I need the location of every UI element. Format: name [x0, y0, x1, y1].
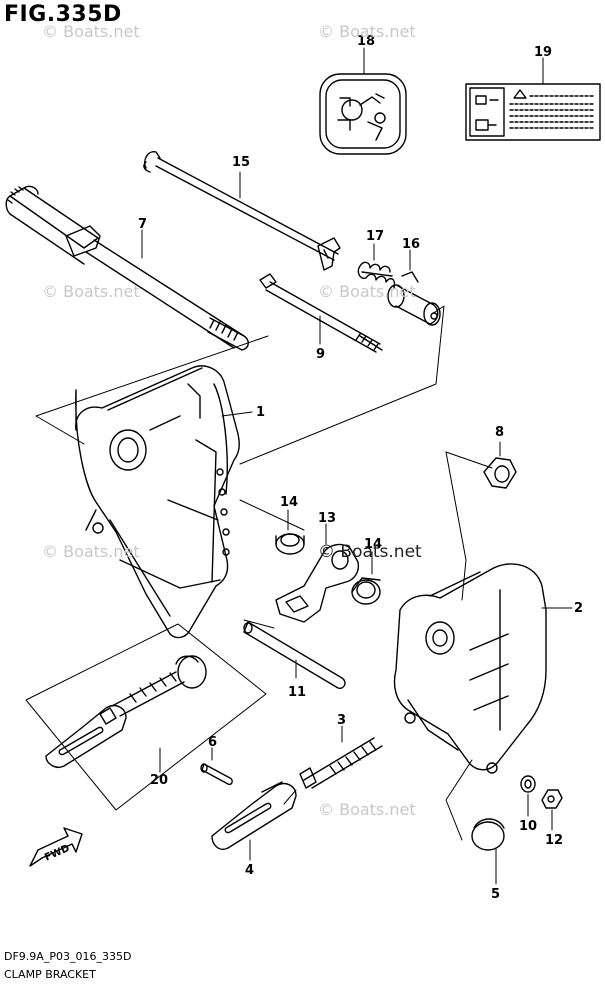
part-8-nut	[483, 457, 517, 489]
callout-2: 2	[574, 601, 583, 616]
callout-numbers: 18 19 15 7 17 16 9 1 8 14 13 14 2 11 3 6…	[138, 34, 583, 902]
callout-14-right: 14	[364, 537, 382, 552]
watermark: © Boats.net	[42, 542, 140, 561]
fwd-arrow-icon	[29, 827, 83, 867]
part-2-clamp-bracket	[393, 563, 547, 774]
callout-5: 5	[491, 887, 500, 902]
part-9-bolt	[259, 273, 383, 353]
callout-11: 11	[288, 685, 306, 700]
drawing-name: CLAMP BRACKET	[4, 968, 96, 981]
callout-13: 13	[318, 511, 336, 526]
watermark-dark: © Boats.net	[318, 542, 422, 562]
part-7-tilt-tube	[5, 185, 249, 351]
callout-1: 1	[256, 405, 265, 420]
part-15-tilt-rod	[143, 151, 341, 271]
part-3-screw	[299, 737, 383, 789]
callout-17: 17	[366, 229, 384, 244]
callout-3: 3	[337, 713, 346, 728]
part-19-warning-label	[465, 83, 601, 141]
part-17-spring	[357, 261, 396, 289]
part-11-pin	[243, 621, 346, 690]
part-6-pin	[200, 763, 233, 786]
callout-6: 6	[208, 735, 217, 750]
part-4-clamp-pad	[211, 781, 297, 850]
callout-14-left: 14	[280, 495, 298, 510]
watermark: © Boats.net	[318, 800, 416, 819]
callout-16: 16	[402, 237, 420, 252]
callout-4: 4	[245, 863, 254, 878]
watermark: © Boats.net	[42, 282, 140, 301]
watermark: © Boats.net	[318, 282, 416, 301]
callout-19: 19	[534, 45, 552, 60]
drawing-code: DF9.9A_P03_016_335D	[4, 950, 132, 963]
part-18-caution-label	[319, 73, 407, 155]
part-14-bushing-right	[351, 577, 381, 605]
watermark: © Boats.net	[42, 22, 140, 41]
part-5-cap	[471, 818, 505, 851]
callout-18: 18	[357, 34, 375, 49]
callout-12: 12	[545, 833, 563, 848]
figure-title: FIG.335D	[4, 2, 122, 27]
part-13-lever	[275, 543, 360, 623]
part-12-nut	[541, 789, 563, 809]
callout-20: 20	[150, 773, 168, 788]
part-1-clamp-bracket	[75, 365, 240, 639]
part-10-washer	[520, 775, 536, 793]
callout-9: 9	[316, 347, 325, 362]
callout-7: 7	[138, 217, 147, 232]
callout-15: 15	[232, 155, 250, 170]
part-20-handle-assembly	[25, 623, 267, 811]
watermark: © Boats.net	[318, 22, 416, 41]
callout-10: 10	[519, 819, 537, 834]
leader-lines	[35, 305, 493, 841]
callout-leaders	[141, 47, 573, 885]
part-16-knob	[387, 271, 441, 326]
callout-8: 8	[495, 425, 504, 440]
part-14-bushing-left	[275, 533, 305, 555]
